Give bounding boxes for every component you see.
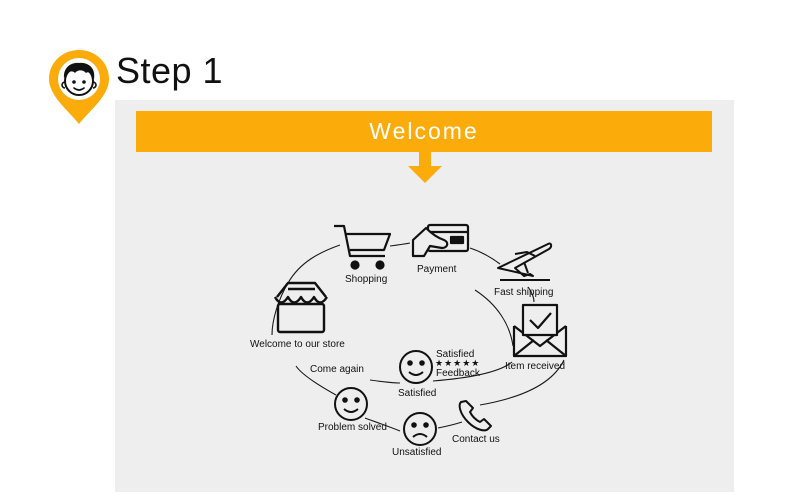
label-satisfied-feedback: Satisfied [436,349,475,360]
step-title: Step 1 [116,50,224,91]
banner-title: Welcome [369,118,479,144]
label-contact-us: Contact us [452,434,500,445]
shopping-cart-icon [334,224,392,270]
label-welcome-store: Welcome to our store [250,339,345,350]
label-shopping: Shopping [345,274,388,285]
satisfied-smiley-icon [399,350,433,384]
credit-card-payment-icon [411,223,470,258]
welcome-banner: Welcome [136,111,712,152]
airplane-icon [497,242,553,281]
outer-cycle-path [271,242,565,432]
label-feedback: Feedback [436,368,480,379]
label-payment: Payment [417,264,457,275]
label-unsatisfied: Unsatisfied [392,447,442,458]
phone-icon [458,400,492,432]
unsatisfied-frown-icon [403,412,437,446]
header: Step 1 [0,0,800,124]
down-arrow-icon [408,152,442,183]
problem-solved-smiley-icon [334,387,368,421]
envelope-check-icon [512,303,568,358]
inner-cycle-path [369,289,514,384]
label-fast-shipping: Fast shipping [494,287,554,298]
label-item-received: Item received [505,361,566,372]
label-come-again: Come again [310,364,364,375]
store-icon [273,281,329,334]
avatar-pin-icon [49,50,109,124]
label-satisfied: Satisfied [398,388,437,399]
rating-stars: ★★★★★ [435,358,481,368]
label-problem-solved: Problem solved [318,422,387,433]
